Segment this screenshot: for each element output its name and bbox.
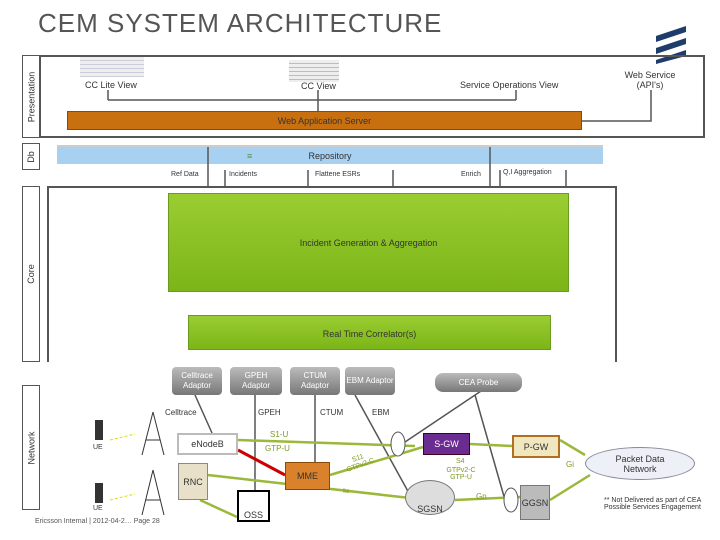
iface-gi: Gi (566, 460, 574, 469)
repository: ≡Repository (57, 147, 603, 164)
web-service-apis: Web Service (API's) (624, 70, 676, 90)
layer-core: Core (22, 186, 40, 362)
flow-ref-data: Ref Data (171, 171, 199, 178)
iface-iu: Iu (343, 488, 349, 495)
celltrace-adaptor: Celltrace Adaptor (172, 367, 222, 395)
cell-tower-icon (141, 469, 165, 516)
oss: OSS (237, 490, 270, 522)
ggsn: GGSN (520, 485, 550, 520)
cc-view: CC View (301, 81, 336, 91)
flow-qi-aggregation: Q,I Aggregation (503, 169, 552, 176)
flow-incidents: Incidents (229, 171, 258, 178)
cc-lite-view: CC Lite View (85, 80, 137, 90)
iface-s1u: S1-U (270, 430, 289, 439)
rnc: RNC (178, 463, 208, 500)
feed-celltrace: Celltrace (165, 408, 197, 417)
ue-icon (95, 420, 103, 440)
feed-ebm: EBM (372, 408, 390, 417)
gpeh-adaptor: GPEH Adaptor (230, 367, 282, 395)
layer-presentation: Presentation (22, 55, 40, 138)
layer-db: Db (22, 143, 40, 170)
incident-generation-aggregation: Incident Generation & Aggregation (168, 193, 569, 292)
ericsson-logo (656, 26, 686, 64)
flow-enrich: Enrich (461, 171, 481, 178)
presentation-box (40, 55, 705, 138)
core-box (47, 186, 617, 362)
iface-s4-proto: GTPv2-C GTP-U (446, 467, 476, 481)
iface-s4: S4 (456, 458, 465, 465)
iface-gtpu: GTP-U (265, 444, 290, 453)
p-gw: P-GW (512, 435, 560, 458)
footer: Ericsson Internal | 2012-04-2… Page 28 (35, 518, 160, 525)
feed-ctum: CTUM (320, 408, 344, 417)
s-gw: S-GW (423, 433, 470, 455)
web-application-server: Web Application Server (67, 111, 582, 130)
ue-label: UE (93, 505, 103, 512)
enodeb: eNodeB (177, 433, 238, 455)
ue-label: UE (93, 444, 103, 451)
layer-network: Network (22, 385, 40, 510)
cell-tower-icon (141, 411, 165, 456)
ue-icon (95, 483, 103, 503)
mme: MME (285, 462, 330, 490)
real-time-correlator: Real Time Correlator(s) (188, 315, 551, 350)
cc-thumbnail (289, 60, 339, 82)
flow-flattened-esrs: Flattene ESRs (315, 171, 361, 178)
iface-gn: Gn (476, 492, 487, 501)
database-icon: ≡ (247, 150, 253, 161)
ctum-adaptor: CTUM Adaptor (290, 367, 340, 395)
cea-probe: CEA Probe (435, 373, 522, 392)
packet-data-network: Packet Data Network (585, 447, 695, 480)
sgsn: SGSN (405, 480, 455, 515)
page-title: CEM SYSTEM ARCHITECTURE (38, 8, 443, 38)
note: ** Not Delivered as part of CEA Possible… (604, 497, 701, 511)
feed-gpeh: GPEH (258, 408, 281, 417)
service-operations-view: Service Operations View (460, 80, 559, 90)
cc-lite-thumbnail (80, 57, 144, 77)
ebm-adaptor: EBM Adaptor (345, 367, 395, 395)
